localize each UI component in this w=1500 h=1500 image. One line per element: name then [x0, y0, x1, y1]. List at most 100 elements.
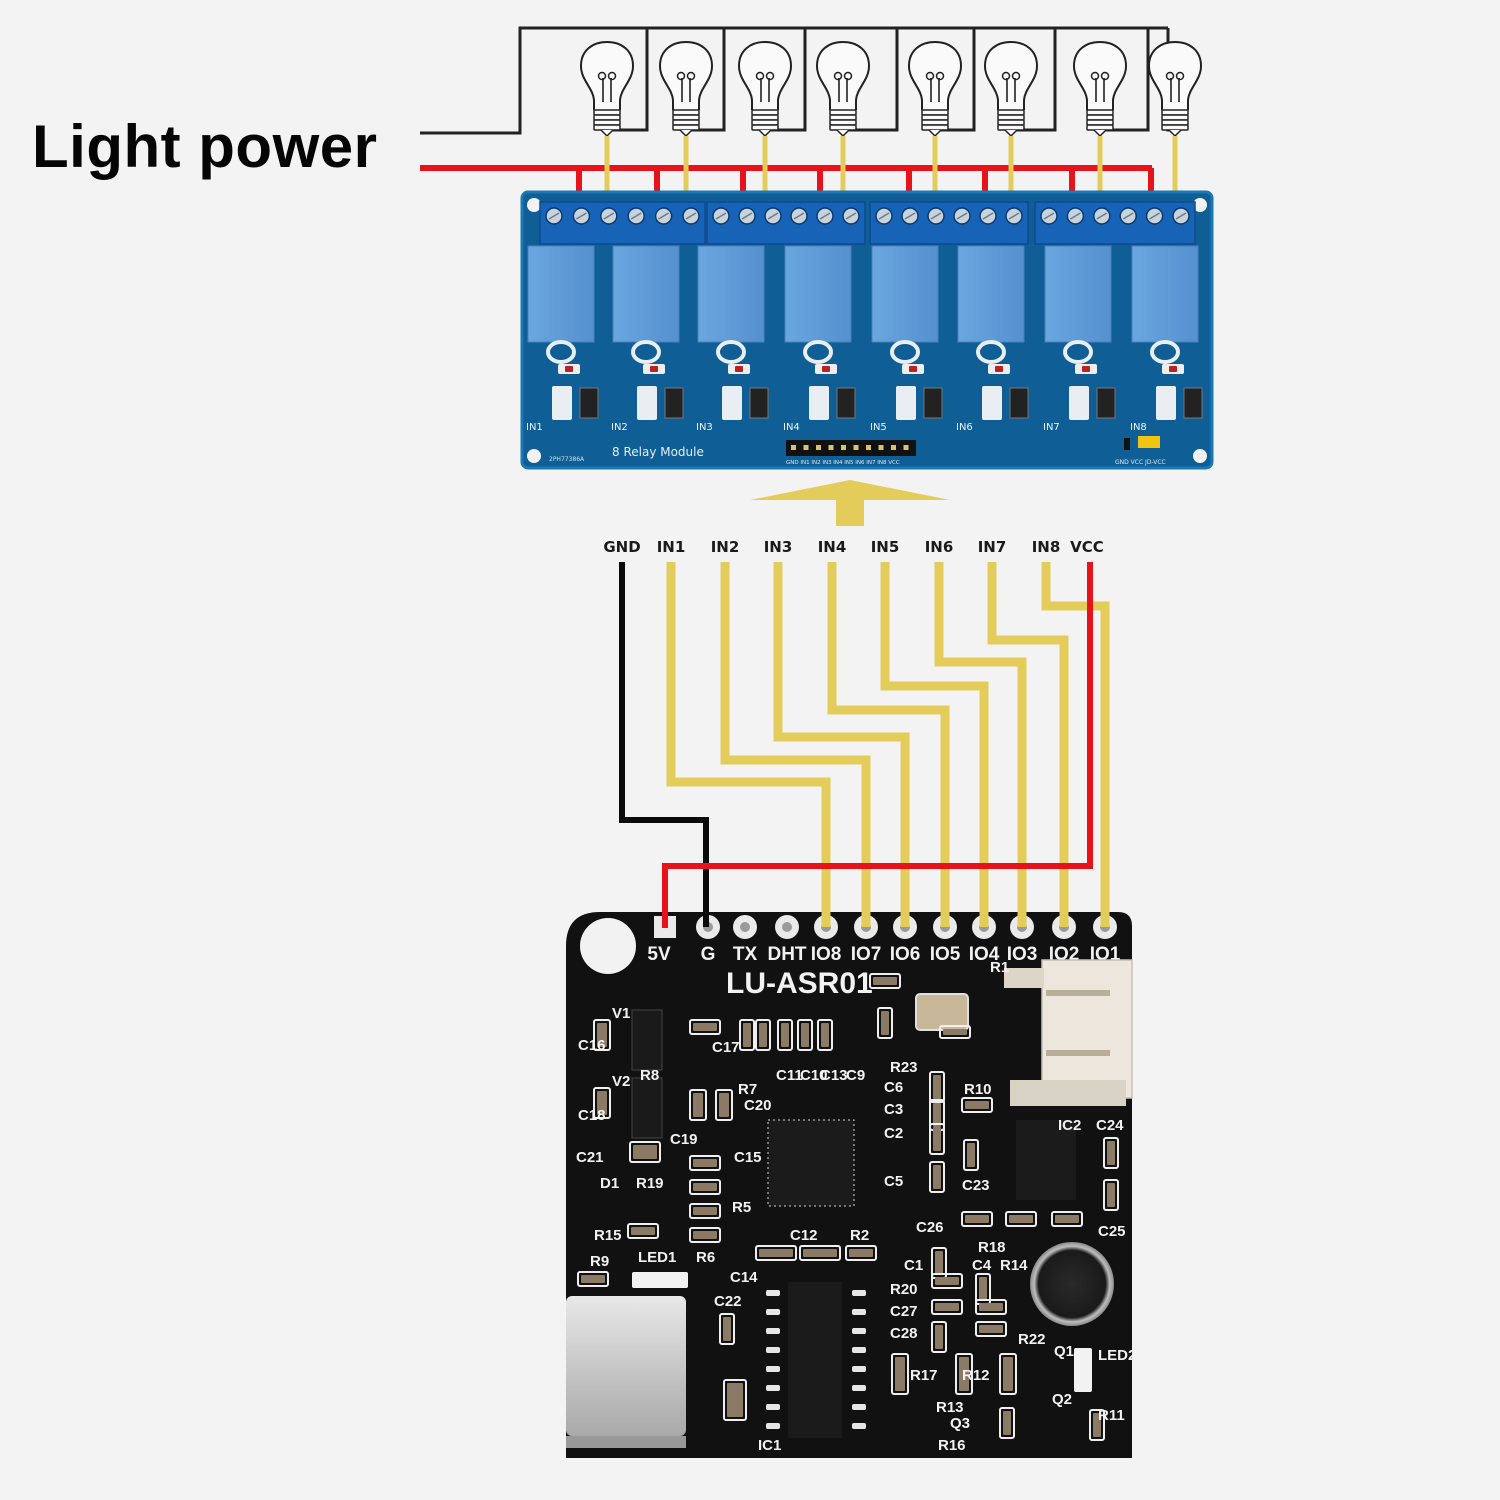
silkscreen-label: Q2	[1052, 1391, 1072, 1408]
silkscreen-label: C17	[712, 1039, 740, 1056]
connector-label-in7: IN7	[978, 538, 1007, 556]
jumper-cap[interactable]	[1138, 436, 1160, 448]
channel-label: IN7	[1043, 422, 1060, 433]
pin-label-io4: IO4	[969, 944, 1000, 965]
silkscreen-label: C14	[730, 1269, 758, 1286]
header-pin	[891, 445, 896, 450]
bulb-glass	[737, 40, 793, 110]
smd-component	[929, 1123, 945, 1155]
bulb-filament	[935, 71, 945, 81]
relay-led-ring	[1150, 340, 1181, 364]
silkscreen-label: V1	[612, 1005, 630, 1022]
smd-component	[777, 1019, 793, 1051]
neutral-drop	[841, 28, 899, 132]
silkscreen-label: R20	[890, 1281, 918, 1298]
jumper-label: GND VCC JD-VCC	[1115, 459, 1166, 466]
mount-hole	[527, 449, 541, 463]
smd-component	[955, 1353, 973, 1395]
optocoupler	[1183, 387, 1203, 419]
silkscreen-label: C6	[884, 1079, 903, 1096]
bulb-tip	[1093, 129, 1107, 138]
led2	[1074, 1348, 1092, 1392]
bulb-filament	[1175, 71, 1185, 81]
ic2-chip	[1016, 1120, 1076, 1200]
jumper-pin	[1124, 438, 1130, 450]
silkscreen-label: R15	[594, 1227, 622, 1244]
chip-pin	[766, 1404, 780, 1410]
led1	[632, 1272, 688, 1288]
silkscreen-label: C20	[744, 1097, 772, 1114]
smd-resistors	[809, 386, 829, 420]
bulb-filament	[838, 78, 848, 102]
smd-component	[929, 1161, 945, 1193]
light-bulb-icon	[579, 40, 635, 138]
smd-component	[939, 1025, 971, 1039]
smd-component	[739, 1019, 755, 1051]
bulb-glass	[815, 40, 871, 110]
silkscreen-label: R10	[964, 1081, 992, 1098]
optocoupler	[1096, 387, 1116, 419]
bulb-base	[997, 124, 1025, 131]
silkscreen-label: C28	[890, 1325, 918, 1342]
header-pin	[903, 445, 909, 450]
signal-wire-in6	[934, 562, 1027, 926]
terminal-block	[706, 201, 866, 245]
bulb-filament	[602, 78, 612, 102]
bulb-base	[829, 124, 857, 131]
silkscreen-label: R11	[1098, 1407, 1125, 1424]
connector-label-vcc: VCC	[1070, 538, 1104, 556]
relay	[1131, 245, 1199, 343]
channel-label: IN6	[956, 422, 973, 433]
mount-hole	[1193, 198, 1207, 212]
relay-led-ring	[976, 340, 1007, 364]
connector-label-gnd: GND	[603, 538, 640, 556]
chip-pin	[766, 1347, 780, 1353]
silkscreen-label: R17	[910, 1367, 938, 1384]
smd-component	[845, 1245, 877, 1261]
crystal-oscillator	[915, 993, 969, 1031]
light-bulb-icon	[737, 40, 793, 138]
bulb-glass	[658, 40, 714, 110]
bulb-filament	[681, 78, 691, 102]
silkscreen-label: R7	[738, 1081, 757, 1098]
chip-pin	[766, 1309, 780, 1315]
chip-pin	[766, 1366, 780, 1372]
channel-label: IN5	[870, 422, 887, 433]
chip-pin	[766, 1385, 780, 1391]
relay-led-ring	[631, 340, 662, 364]
smd-component	[961, 1211, 993, 1227]
smd-resistors	[1069, 386, 1089, 420]
ic1-chip	[788, 1282, 842, 1438]
usb-c-port[interactable]	[566, 1296, 686, 1436]
chip-pin	[852, 1423, 866, 1429]
pin-label-io3: IO3	[1007, 944, 1038, 965]
chip-pin	[766, 1423, 780, 1429]
smd-component	[593, 1019, 611, 1051]
silkscreen-label: R19	[636, 1175, 664, 1192]
regulator-v2	[631, 1077, 663, 1139]
jst-connector[interactable]	[1041, 959, 1133, 1099]
smd-component	[1005, 1211, 1037, 1227]
smd-component	[797, 1019, 813, 1051]
silkscreen-label: C11	[776, 1067, 803, 1084]
optocoupler	[923, 387, 943, 419]
smd-component	[929, 1071, 945, 1103]
pin-label-io8: IO8	[811, 944, 842, 965]
signal-wire-in8	[1041, 562, 1110, 926]
silkscreen-label: C9	[846, 1067, 865, 1084]
bulb-tip	[758, 129, 772, 138]
silkscreen-label: Q3	[950, 1415, 970, 1432]
chip-pin	[852, 1290, 866, 1296]
silkscreen-label: C15	[734, 1149, 762, 1166]
silkscreen-label: R23	[890, 1059, 918, 1076]
bulb-filament	[1011, 71, 1021, 81]
bulb-base	[1086, 124, 1114, 131]
silkscreen-label: C4	[972, 1257, 992, 1274]
bulb-filament	[607, 71, 617, 81]
connector-label-in2: IN2	[711, 538, 740, 556]
smd-component	[891, 1353, 909, 1395]
neutral-rail	[420, 26, 1168, 135]
relay-led-ring	[803, 340, 834, 364]
silkscreen-label: R2	[850, 1227, 869, 1244]
bulb-glass	[907, 40, 963, 110]
